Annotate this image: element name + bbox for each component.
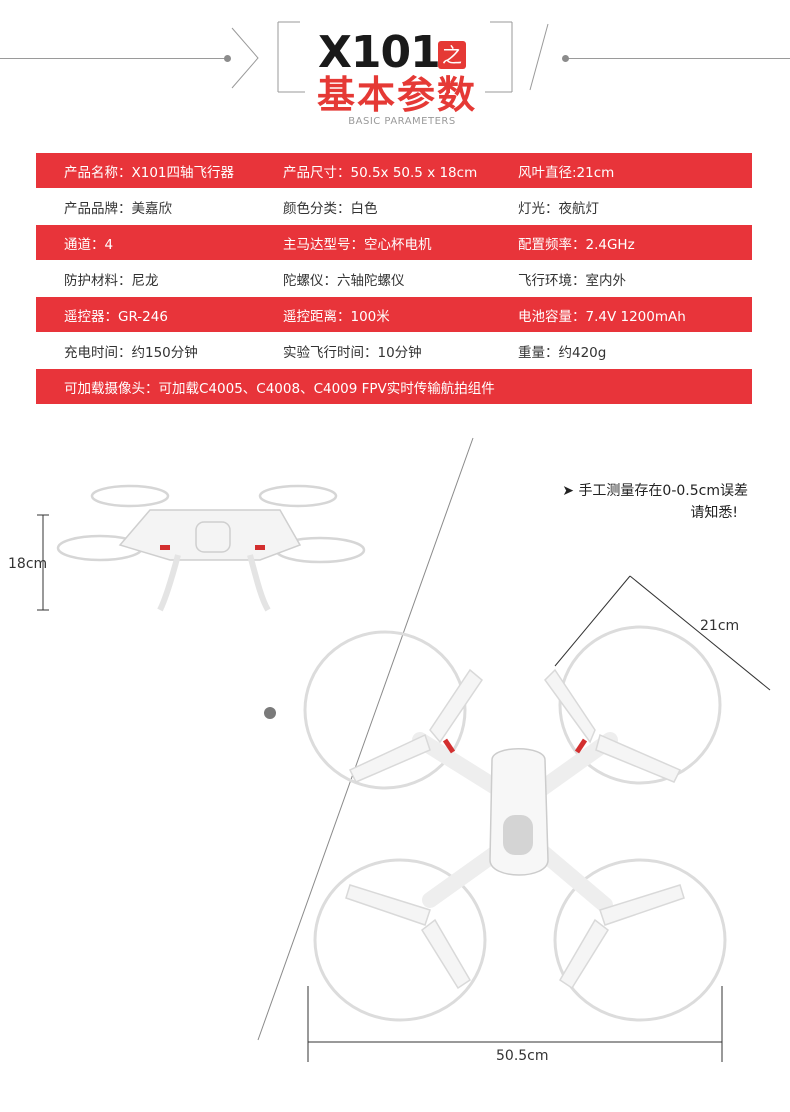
blade-dim-line [554, 575, 631, 667]
spec-row-camera: 可加载摄像头：可加载C4005、C4008、C4009 FPV实时传输航拍组件 [36, 369, 752, 404]
blade-diameter-label: 21cm [700, 618, 740, 634]
note-line-1: 手工测量存在0-0.5cm误差 [578, 483, 748, 499]
spec-cell: 风叶直径:21cm [518, 164, 615, 181]
spec-cell: 颜色分类：白色 [283, 200, 378, 217]
spec-row: 通道：4 主马达型号：空心杯电机 配置频率：2.4GHz [36, 225, 752, 260]
spec-cell: 产品品牌：美嘉欣 [64, 200, 172, 217]
spec-cell: 配置频率：2.4GHz [518, 236, 635, 253]
divider-dot [264, 707, 276, 719]
section-subtitle: BASIC PARAMETERS [348, 116, 456, 127]
spec-table: 产品名称：X101四轴飞行器 产品尺寸：50.5x 50.5 x 18cm 风叶… [36, 153, 752, 405]
spec-cell: 实验飞行时间：10分钟 [283, 344, 422, 361]
diagonal-divider [257, 437, 474, 1041]
drone-side-body [118, 509, 302, 612]
spec-row: 充电时间：约150分钟 实验飞行时间：10分钟 重量：约420g [36, 333, 752, 368]
spec-cell: 重量：约420g [518, 344, 607, 361]
title-suffix-badge: 之 [438, 41, 466, 69]
spec-cell: 充电时间：约150分钟 [64, 344, 198, 361]
spec-cell: 防护材料：尼龙 [64, 272, 159, 289]
spec-row: 产品品牌：美嘉欣 颜色分类：白色 灯光：夜航灯 [36, 189, 752, 224]
spec-row: 产品名称：X101四轴飞行器 产品尺寸：50.5x 50.5 x 18cm 风叶… [36, 153, 752, 188]
header-frame [231, 21, 549, 93]
header-right-rule [568, 58, 790, 59]
measurement-note-2: 请知悉! [690, 505, 738, 521]
spec-cell: 通道：4 [64, 236, 114, 253]
spec-cell: 产品名称：X101四轴飞行器 [64, 164, 235, 181]
model-title: X101 [318, 27, 441, 78]
spec-cell: 遥控器：GR-246 [64, 308, 168, 325]
spec-cell-camera: 可加载摄像头：可加载C4005、C4008、C4009 FPV实时传输航拍组件 [64, 380, 495, 397]
header-right-dot [562, 55, 569, 62]
drone-top-view [303, 625, 727, 1022]
measurement-note: ➤ 手工测量存在0-0.5cm误差 [536, 480, 748, 500]
spec-cell: 陀螺仪：六轴陀螺仪 [283, 272, 405, 289]
height-label: 18cm [8, 556, 48, 572]
spec-cell: 电池容量：7.4V 1200mAh [518, 308, 686, 325]
section-title: 基本参数 [316, 73, 477, 117]
header-left-rule [0, 58, 226, 59]
note-arrow-icon: ➤ [562, 483, 574, 499]
spec-cell: 飞行环境：室内外 [518, 272, 626, 289]
spec-cell: 灯光：夜航灯 [518, 200, 599, 217]
spec-cell: 遥控距离：100米 [283, 308, 390, 325]
header-left-dot [224, 55, 231, 62]
width-label: 50.5cm [496, 1048, 549, 1064]
spec-cell: 产品尺寸：50.5x 50.5 x 18cm [283, 164, 478, 181]
spec-cell: 主马达型号：空心杯电机 [283, 236, 432, 253]
spec-row: 遥控器：GR-246 遥控距离：100米 电池容量：7.4V 1200mAh [36, 297, 752, 332]
spec-row: 防护材料：尼龙 陀螺仪：六轴陀螺仪 飞行环境：室内外 [36, 261, 752, 296]
